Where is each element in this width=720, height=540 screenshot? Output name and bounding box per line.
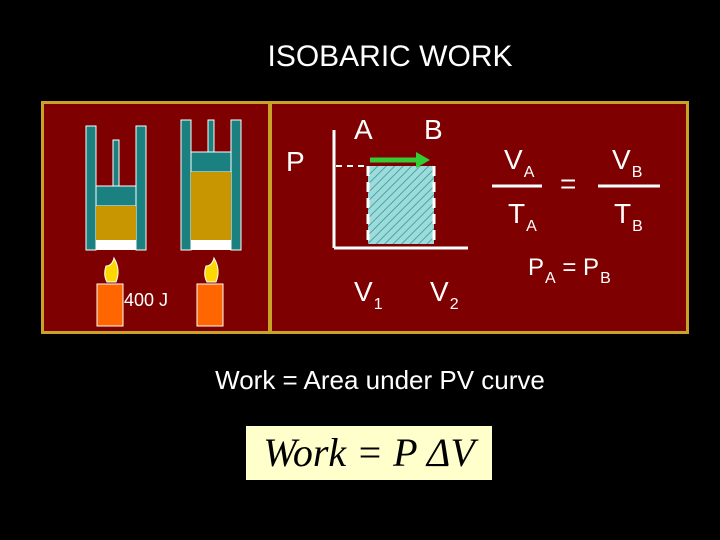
gas-volume (96, 206, 136, 240)
pressure-axis-label: P (286, 146, 305, 177)
slide-title: ISOBARIC WORK (267, 40, 513, 73)
vb-label: VB (612, 144, 643, 181)
cylinder-wall (85, 125, 97, 251)
flame-icon (204, 256, 219, 283)
piston-rod (207, 119, 215, 153)
v2-label: V2 (430, 276, 459, 313)
arrow-head-icon (416, 152, 430, 168)
work-formula: Work = P ΔV (246, 426, 492, 480)
work-caption: Work = Area under PV curve (215, 365, 545, 395)
diagram-panel (41, 101, 689, 334)
candle-right (196, 256, 224, 327)
candle-body (96, 283, 124, 327)
tb-label: TB (614, 198, 643, 235)
cylinder-base (96, 240, 136, 250)
cylinder-wall (230, 119, 242, 251)
piston (95, 185, 137, 207)
piston-rod (112, 139, 120, 187)
candle-body (196, 283, 224, 327)
pressure-equality: PA = PB (528, 254, 611, 287)
panel-divider (268, 101, 272, 331)
cylinder-wall (135, 125, 147, 251)
point-a-label: A (354, 114, 373, 145)
work-area (368, 166, 434, 244)
piston (190, 151, 232, 173)
cylinder-wall (180, 119, 192, 251)
candle-left (96, 256, 124, 327)
heat-label: 400 J (124, 290, 169, 310)
cylinder-final (180, 119, 242, 251)
flame-icon (104, 256, 119, 283)
v1-label: V1 (354, 276, 383, 313)
equals-sign: = (560, 168, 577, 199)
va-label: VA (504, 144, 535, 181)
ta-label: TA (508, 198, 537, 235)
cylinder-base (191, 240, 231, 250)
cylinder-initial (85, 125, 147, 251)
point-b-label: B (424, 114, 443, 145)
gas-volume (191, 172, 231, 240)
